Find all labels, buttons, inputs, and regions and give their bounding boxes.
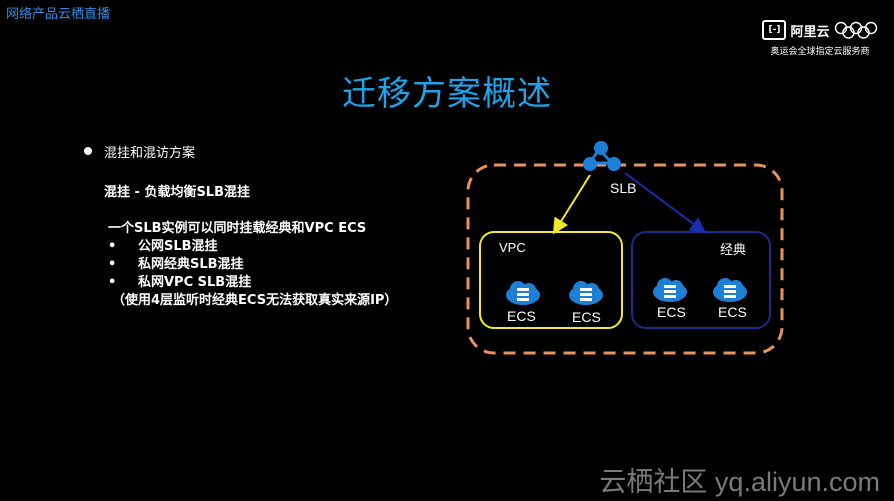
list-item: • 公网SLB混挂 — [108, 235, 218, 254]
classic-label: 经典 — [720, 242, 746, 257]
channel-name: 网络产品云栖直播 — [6, 7, 111, 22]
aliyun-logo-icon: [-] — [762, 20, 787, 40]
outer-group-border — [466, 163, 784, 355]
ecs-icon — [713, 278, 747, 302]
classic-arrow — [624, 172, 707, 234]
slide-title: 迁移方案概述 — [342, 74, 552, 114]
vpc-label: VPC — [499, 240, 526, 255]
vpc-group — [479, 231, 623, 329]
brand-tagline: 奥运会全球指定云服务商 — [770, 47, 870, 57]
slb-icon — [583, 141, 621, 171]
list-marker: • — [108, 239, 117, 254]
ecs-icon — [653, 278, 687, 302]
brand-name: 阿里云 — [790, 24, 830, 40]
architecture-diagram: SLB VPC 经典 ECS ECS ECS ECS — [466, 141, 784, 355]
olympic-rings-icon — [834, 21, 877, 39]
ecs-icon — [569, 281, 603, 305]
bullet-heading: 混挂和混访方案 — [104, 146, 196, 161]
brand-block: [-] 阿里云 奥运会全球指定云服务商 — [760, 20, 880, 57]
ecs-label: ECS — [657, 304, 686, 320]
watermark: 云栖社区 yq.aliyun.com — [599, 467, 880, 497]
ecs-icon — [506, 281, 540, 305]
list-item-text: 私网VPC SLB混挂 — [138, 275, 252, 290]
subtitle: 混挂 - 负载均衡SLB混挂 — [104, 185, 251, 200]
classic-group — [631, 231, 771, 329]
ecs-label: ECS — [507, 308, 536, 324]
slb-label: SLB — [610, 180, 636, 196]
bullet-dot-icon — [84, 147, 92, 155]
list-item-text: 私网经典SLB混挂 — [138, 257, 244, 272]
list-item: • 私网VPC SLB混挂 — [108, 271, 251, 290]
ecs-label: ECS — [572, 309, 601, 325]
ecs-label: ECS — [718, 304, 747, 320]
list-marker: • — [108, 275, 117, 290]
list-marker: • — [108, 257, 117, 272]
list-item-text: 公网SLB混挂 — [138, 239, 218, 254]
footnote: （使用4层监听时经典ECS无法获取真实来源IP） — [112, 293, 398, 308]
list-item: • 私网经典SLB混挂 — [108, 253, 244, 272]
vpc-arrow — [552, 174, 591, 235]
description: 一个SLB实例可以同时挂载经典和VPC ECS — [108, 221, 367, 236]
